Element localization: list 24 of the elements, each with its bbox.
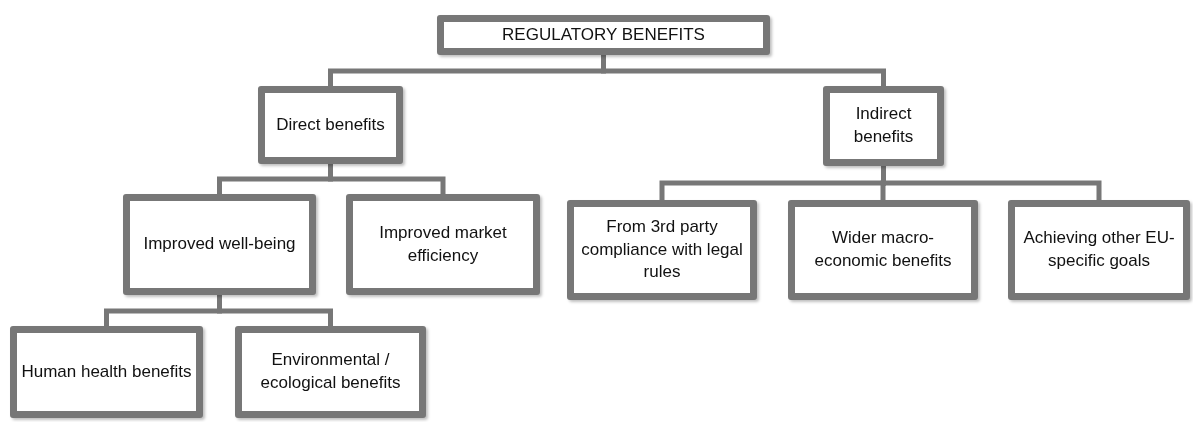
- category-box: [123, 194, 316, 295]
- connector-line: [217, 295, 333, 326]
- box-label: Human health benefits: [21, 360, 192, 383]
- box-label: Improved market efficiency: [378, 221, 508, 267]
- connector-line: [328, 164, 446, 194]
- category-box: [1008, 200, 1190, 300]
- category-box: [567, 200, 757, 300]
- box-label: Wider macro-economic benefits: [813, 227, 953, 272]
- category-box: [788, 200, 978, 300]
- category-box: [10, 326, 203, 418]
- category-box: [437, 15, 770, 55]
- box-label: Improved well-being: [143, 233, 296, 256]
- box-label: Achieving other EU-specific goals: [1022, 227, 1176, 272]
- box-label: From 3rd party compliance with legal rules: [580, 215, 744, 284]
- connector-line: [881, 166, 1102, 200]
- category-box: [823, 86, 944, 166]
- category-box: [258, 86, 403, 164]
- box-label: Direct benefits: [276, 113, 385, 136]
- category-box: [235, 326, 426, 418]
- category-box: [346, 194, 540, 295]
- box-label: REGULATORY BENEFITS: [502, 23, 705, 46]
- box-label: Indirect benefits: [852, 103, 915, 148]
- box-label: Environmental / ecological benefits: [259, 349, 402, 394]
- connector-line: [601, 55, 886, 86]
